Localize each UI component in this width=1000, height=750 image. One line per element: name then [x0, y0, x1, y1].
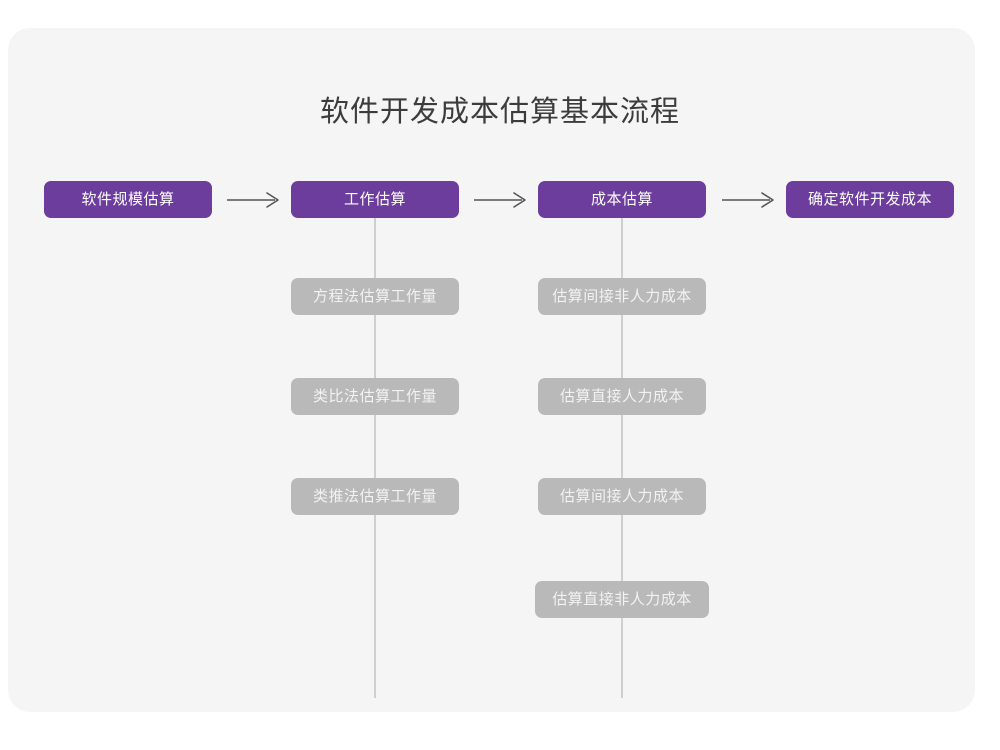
- arrow-step3-to-step4: [720, 188, 780, 212]
- connector-line-cost-branch: [621, 218, 623, 698]
- flow-node-determine-development-cost[interactable]: 确定软件开发成本: [786, 181, 954, 218]
- branch-node-direct-labor-cost[interactable]: 估算直接人力成本: [538, 378, 706, 415]
- branch-node-equation-method-workload[interactable]: 方程法估算工作量: [291, 278, 459, 315]
- branch-node-inference-method-workload[interactable]: 类推法估算工作量: [291, 478, 459, 515]
- flow-node-work-estimation[interactable]: 工作估算: [291, 181, 459, 218]
- branch-node-direct-nonlabor-cost[interactable]: 估算直接非人力成本: [535, 581, 709, 618]
- branch-node-indirect-labor-cost[interactable]: 估算间接人力成本: [538, 478, 706, 515]
- connector-line-work-branch: [374, 218, 376, 698]
- page-title: 软件开发成本估算基本流程: [319, 96, 680, 128]
- arrow-step1-to-step2: [225, 188, 285, 212]
- arrow-step2-to-step3: [472, 188, 532, 212]
- content-card: [8, 28, 975, 712]
- branch-node-analogy-method-workload[interactable]: 类比法估算工作量: [291, 378, 459, 415]
- flow-node-cost-estimation[interactable]: 成本估算: [538, 181, 706, 218]
- branch-node-indirect-nonlabor-cost[interactable]: 估算间接非人力成本: [538, 278, 706, 315]
- flow-node-software-scale-estimation[interactable]: 软件规模估算: [44, 181, 212, 218]
